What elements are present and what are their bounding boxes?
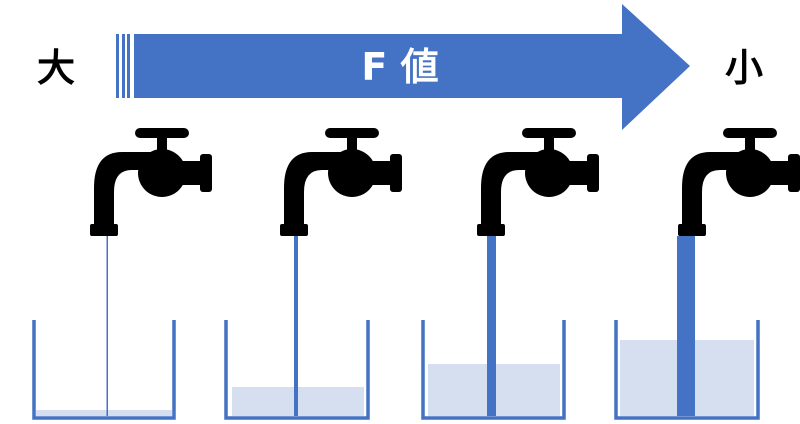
container-icon: [32, 320, 176, 420]
faucet-unit-3: [421, 128, 599, 420]
faucet-unit-4: [614, 128, 800, 420]
arrow-stripe-3: [127, 34, 130, 98]
container-icon: [421, 320, 566, 420]
faucet-unit-1: [32, 128, 212, 420]
arrow-label: F 値: [361, 45, 438, 89]
water-stream: [294, 236, 298, 416]
water-stream: [677, 236, 695, 416]
faucet-unit-2: [224, 128, 402, 420]
faucet-icon: [678, 128, 800, 236]
arrow-stripe-2: [122, 34, 125, 98]
faucet-icon: [280, 128, 402, 236]
right-label: 小: [725, 46, 763, 90]
container-icon: [224, 320, 370, 420]
arrow-stripe-1: [116, 34, 119, 98]
left-label: 大: [37, 46, 75, 90]
water-fill: [36, 410, 172, 416]
faucet-icon: [477, 128, 599, 236]
arrow-body: [134, 4, 690, 130]
water-stream: [487, 236, 496, 416]
water-stream: [106, 236, 108, 416]
f-value-arrow: F 値: [116, 4, 690, 130]
faucet-icon: [90, 128, 212, 236]
container-icon: [614, 320, 760, 420]
